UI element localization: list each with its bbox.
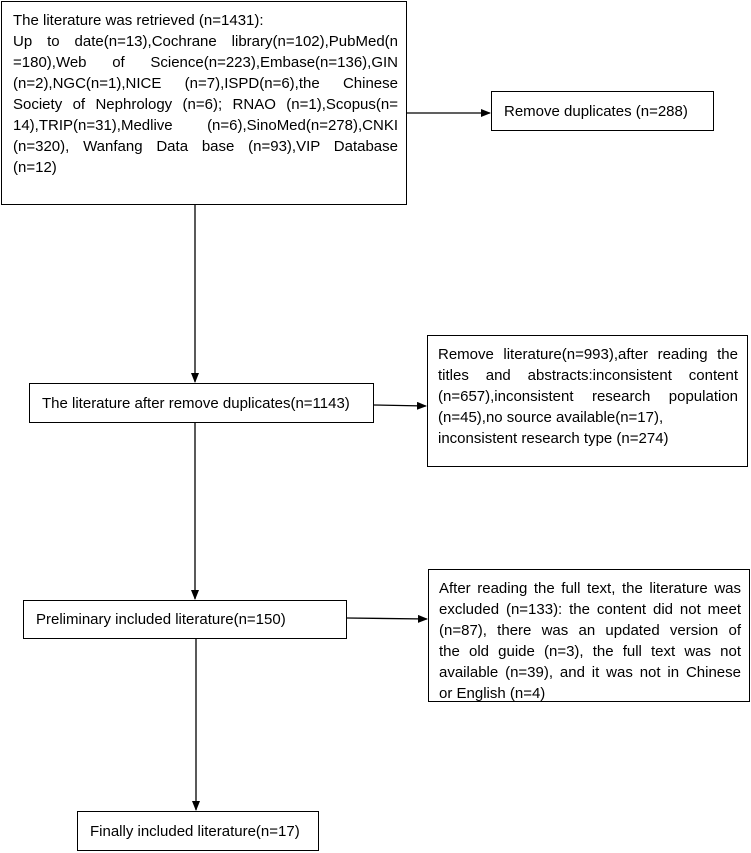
after-duplicates-box: The literature after remove duplicates(n…: [29, 383, 374, 423]
retrieved-line: (n=2),NGC(n=1),NICE (n=7),ISPD(n=6),the …: [13, 75, 398, 92]
excluded-133-line: (n=87), there was an updated version of: [439, 622, 741, 639]
remove-993-line: (n=657),inconsistent research population: [438, 388, 738, 405]
finally-included-text: Finally included literature(n=17): [90, 822, 300, 840]
retrieved-line: Society of Nephrology (n=6); RNAO (n=1),…: [13, 96, 398, 113]
retrieved-line: Up to date(n=13),Cochrane library(n=102)…: [13, 33, 398, 50]
arrow-preliminary-to-excluded-133: [346, 614, 428, 623]
remove-duplicates-text: Remove duplicates (n=288): [504, 102, 688, 120]
after-duplicates-text: The literature after remove duplicates(n…: [42, 394, 350, 412]
preliminary-included-text: Preliminary included literature(n=150): [36, 611, 286, 628]
remove-993-line: Remove literature(n=993),after reading t…: [438, 346, 738, 363]
remove-993-line: inconsistent research type (n=274): [438, 430, 669, 447]
literature-retrieved-box: The literature was retrieved (n=1431): U…: [1, 1, 407, 205]
remove-duplicates-box: Remove duplicates (n=288): [491, 91, 714, 131]
finally-included-box: Finally included literature(n=17): [77, 811, 319, 851]
retrieved-line: (n=320), Wanfang Data base (n=93),VIP Da…: [13, 138, 398, 155]
excluded-133-line: or English (n=4): [439, 685, 546, 702]
retrieved-line: The literature was retrieved (n=1431):: [13, 12, 264, 29]
excluded-133-line: excluded (n=133): the content did not me…: [439, 601, 741, 618]
retrieved-line: 14),TRIP(n=31),Medlive (n=6),SinoMed(n=2…: [13, 117, 398, 134]
remove-993-line: titles and abstracts:inconsistent conten…: [438, 367, 738, 384]
remove-993-line: (n=45),no source available(n=17),: [438, 409, 664, 426]
retrieved-line: (n=12): [13, 159, 57, 176]
preliminary-included-box: Preliminary included literature(n=150): [23, 600, 347, 639]
excluded-133-line: the old guide (n=3), the full text was n…: [439, 643, 741, 660]
retrieved-line: =180),Web of Science(n=223),Embase(n=136…: [13, 54, 398, 71]
excluded-133-line: available (n=39), and it was not in Chin…: [439, 664, 741, 681]
excluded-full-text-box: After reading the full text, the literat…: [428, 569, 750, 702]
excluded-133-line: After reading the full text, the literat…: [439, 580, 741, 597]
remove-titles-abstracts-box: Remove literature(n=993),after reading t…: [427, 335, 748, 467]
arrow-after-duplicates-to-remove-993: [373, 401, 427, 410]
